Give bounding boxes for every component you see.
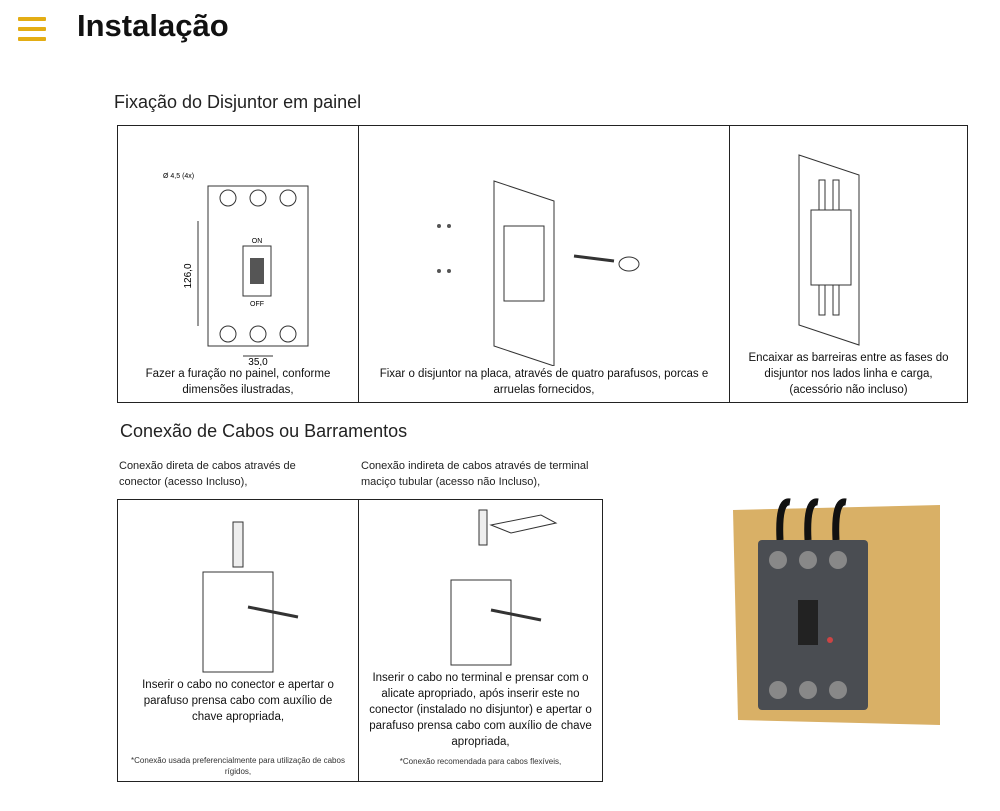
fixation-steps-table: 35,0 126,0 Ø 4,5 (4x) ON OFF Fazer a fur… <box>117 125 968 403</box>
page-title: Instalação <box>77 8 229 43</box>
connection-table: Inserir o cabo no conector e apertar o p… <box>117 499 603 782</box>
step-fixing-text: Fixar o disjuntor na placa, através de q… <box>379 368 709 396</box>
option-indirect-note: *Conexão recomendada para cabos flexívei… <box>399 757 562 766</box>
option-direct-text: Inserir o cabo no conector e apertar o p… <box>142 679 334 723</box>
hamburger-menu-icon[interactable] <box>18 17 46 41</box>
option-direct-note: *Conexão usada preferencialmente para ut… <box>131 756 345 776</box>
step-barriers-text: Encaixar as barreiras entre as fases do … <box>748 352 949 396</box>
dim-hole: Ø 4,5 (4x) <box>163 173 194 180</box>
drilling-dimension-diagram: 35,0 126,0 Ø 4,5 (4x) ON OFF <box>163 173 309 366</box>
option-direct: Inserir o cabo no conector e apertar o p… <box>117 499 359 782</box>
barriers-diagram <box>798 154 859 346</box>
switch-on-label: ON <box>252 238 263 245</box>
indirect-connection-diagram <box>450 509 557 666</box>
step-barriers: Encaixar as barreiras entre as fases do … <box>729 125 968 403</box>
breaker-product-photo <box>733 498 940 725</box>
section-title-fixacao: Fixação do Disjuntor em painel <box>114 92 362 112</box>
option-indirect: Inserir o cabo no terminal e prensar com… <box>358 499 603 782</box>
caption-indirect: Conexão indireta de cabos através de ter… <box>361 460 589 488</box>
dim-height: 126,0 <box>183 263 194 288</box>
step-drilling: 35,0 126,0 Ø 4,5 (4x) ON OFF Fazer a fur… <box>117 125 359 403</box>
switch-off-label: OFF <box>250 301 264 308</box>
step-drilling-text: Fazer a furação no painel, conforme dime… <box>145 368 331 396</box>
section-title-conexao: Conexão de Cabos ou Barramentos <box>120 421 408 441</box>
fixing-diagram <box>437 180 640 366</box>
caption-direct: Conexão direta de cabos através de conec… <box>119 460 296 488</box>
step-fixing: Fixar o disjuntor na placa, através de q… <box>358 125 730 403</box>
option-indirect-text: Inserir o cabo no terminal e prensar com… <box>369 672 592 748</box>
dim-width: 35,0 <box>248 357 268 366</box>
direct-connection-diagram <box>202 521 299 673</box>
